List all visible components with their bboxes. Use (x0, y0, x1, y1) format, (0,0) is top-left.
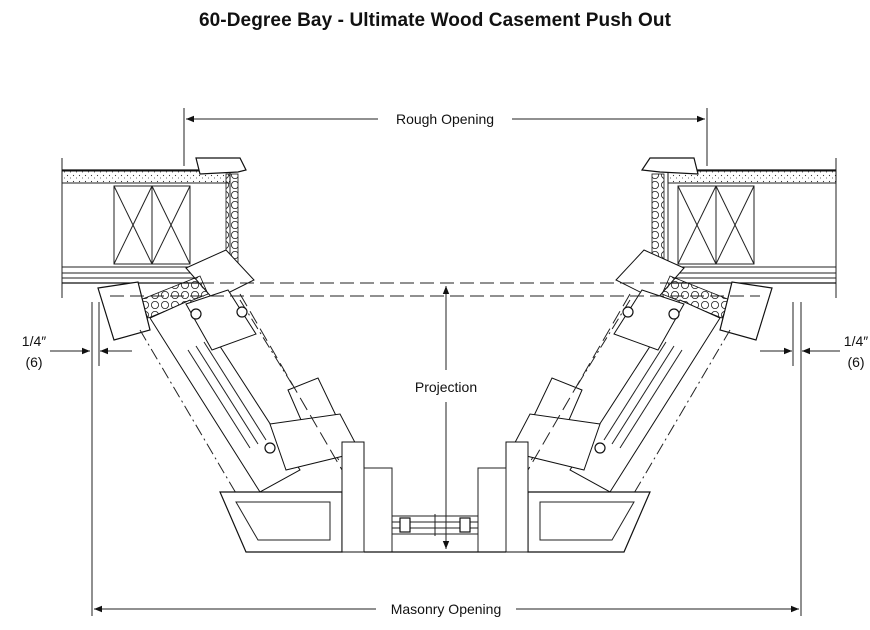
right-gap-fraction: 1/4″ (844, 333, 868, 349)
projection-dimension: Projection (415, 286, 477, 549)
right-gap-dimension: 1/4″ (6) (760, 302, 868, 370)
left-casement-unit (139, 289, 393, 553)
right-gap-metric: (6) (847, 354, 864, 370)
projection-outline (110, 282, 760, 471)
rough-opening-label: Rough Opening (396, 111, 494, 127)
left-gap-metric: (6) (25, 354, 42, 370)
masonry-opening-dimension: Masonry Opening (91, 302, 802, 617)
left-gap-fraction: 1/4″ (22, 333, 46, 349)
right-casement-unit (477, 289, 731, 553)
masonry-opening-label: Masonry Opening (391, 601, 502, 617)
rough-opening-dimension: Rough Opening (183, 108, 708, 166)
projection-label: Projection (415, 379, 477, 395)
center-glazing (364, 514, 506, 553)
page-title: 60-Degree Bay - Ultimate Wood Casement P… (198, 10, 672, 31)
left-gap-dimension: 1/4″ (6) (22, 302, 132, 370)
